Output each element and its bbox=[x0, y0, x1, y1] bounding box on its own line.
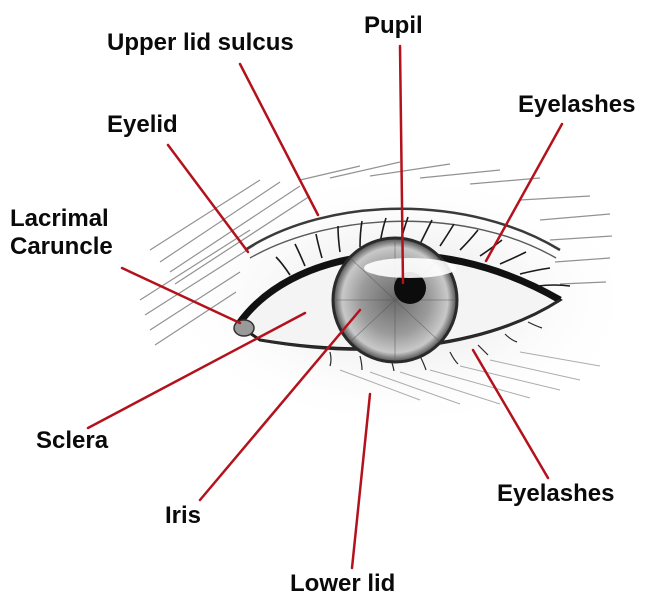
label-eyelashes-bottom: Eyelashes bbox=[497, 480, 614, 508]
leader-upper-lid-sulcus bbox=[240, 64, 318, 215]
label-upper-lid-sulcus: Upper lid sulcus bbox=[107, 29, 294, 57]
label-eyelid: Eyelid bbox=[107, 111, 178, 139]
leader-lacrimal-caruncle bbox=[122, 268, 240, 323]
label-lower-lid: Lower lid bbox=[290, 570, 395, 598]
label-lacrimal-line1: Lacrimal bbox=[10, 205, 113, 233]
leader-eyelashes-bottom bbox=[473, 350, 548, 478]
label-caruncle-line2: Caruncle bbox=[10, 233, 113, 261]
label-eyelashes-top: Eyelashes bbox=[518, 91, 635, 119]
label-sclera: Sclera bbox=[36, 427, 108, 455]
leader-eyelid bbox=[168, 145, 248, 252]
leader-lower-lid bbox=[352, 394, 370, 568]
label-lacrimal-caruncle: Lacrimal Caruncle bbox=[10, 205, 113, 261]
leader-eyelashes-top bbox=[486, 124, 562, 261]
label-iris: Iris bbox=[165, 502, 201, 530]
leader-pupil bbox=[400, 46, 403, 283]
leader-iris bbox=[200, 310, 360, 500]
label-pupil: Pupil bbox=[364, 12, 423, 40]
leader-sclera bbox=[88, 313, 305, 428]
